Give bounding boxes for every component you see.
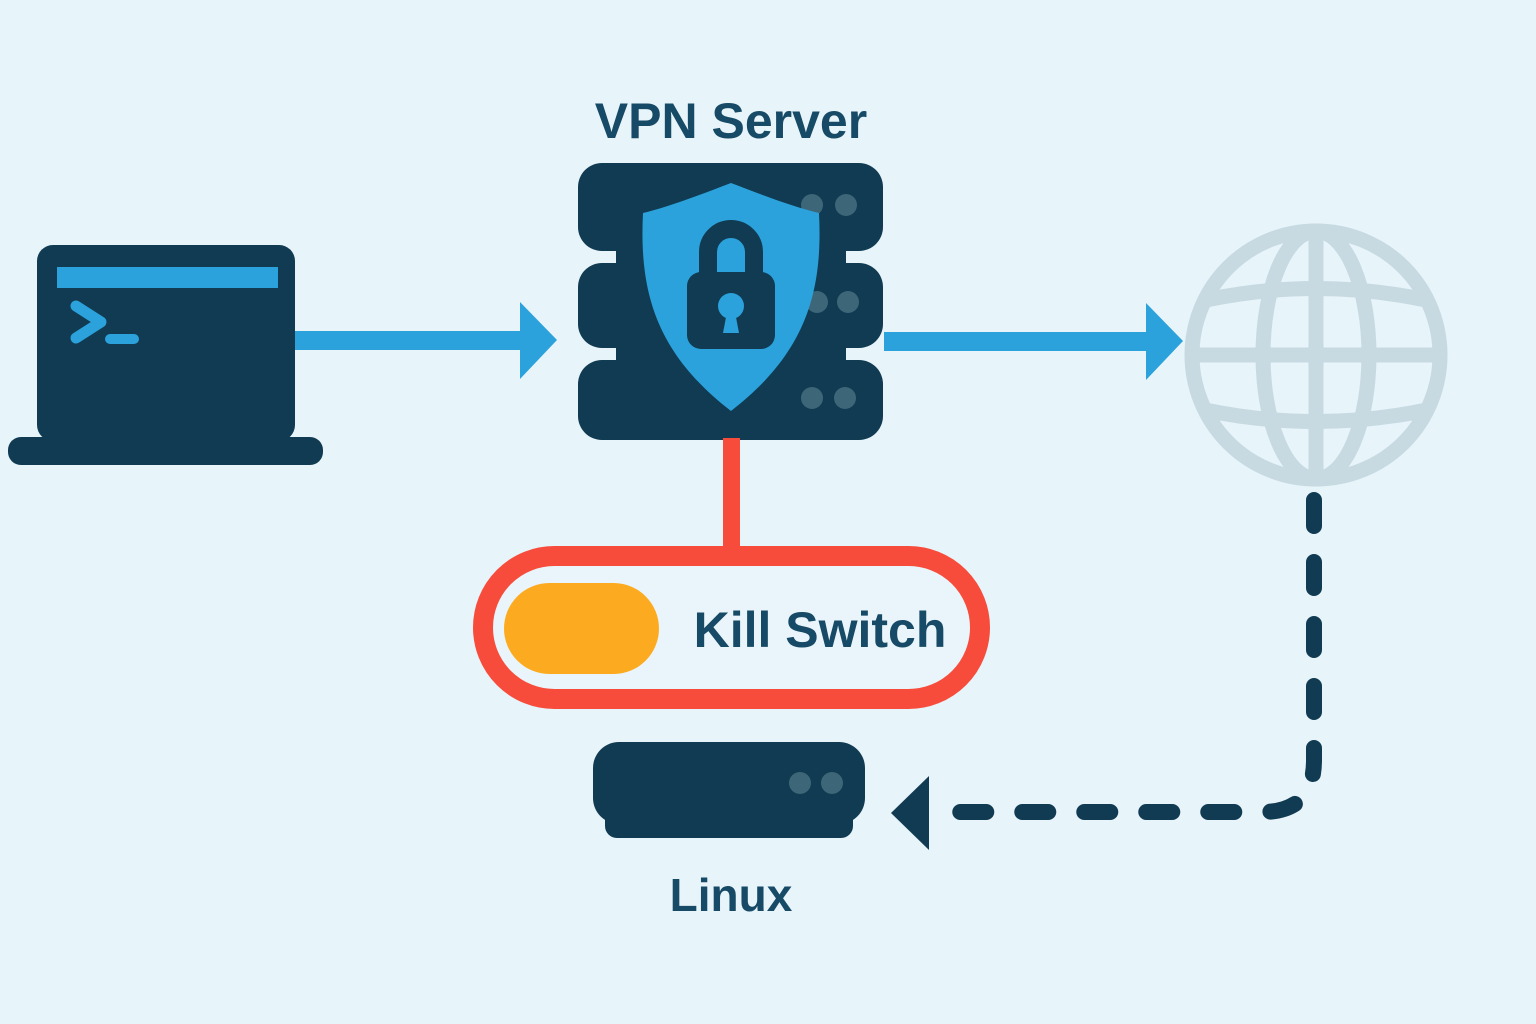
terminal-title-bar	[57, 267, 278, 288]
dashed-arrowhead-icon	[891, 776, 929, 850]
server-led-dot	[837, 291, 859, 313]
server-led-dot	[801, 387, 823, 409]
server-led-dot	[821, 772, 843, 794]
terminal-prompt-icon	[70, 300, 107, 344]
client-terminal-icon	[8, 245, 323, 465]
server-led-dot	[789, 772, 811, 794]
dashed-return-line	[940, 492, 1322, 820]
internet-globe-icon	[1184, 223, 1448, 487]
kill-switch-label: Kill Switch	[694, 602, 947, 658]
kill-switch-badge: Kill Switch	[473, 546, 990, 709]
laptop-base	[8, 437, 323, 465]
arrow-client-to-vpn-icon	[295, 302, 557, 379]
lock-shackle-icon	[699, 220, 763, 278]
vpn-server-label: VPN Server	[595, 93, 867, 149]
lock-keyhole-stem	[723, 312, 739, 333]
globe-latitude-upper	[1204, 281, 1428, 308]
kill-switch-connector-line	[723, 438, 740, 560]
vpn-server-icon	[578, 163, 883, 440]
lock-keyhole-icon	[718, 293, 744, 319]
linux-server-icon	[593, 742, 865, 838]
linux-server-body	[593, 742, 865, 824]
kill-switch-toggle-icon	[504, 583, 659, 674]
linux-label: Linux	[670, 869, 793, 921]
laptop-screen	[37, 245, 295, 441]
server-led-dot	[835, 194, 857, 216]
globe-latitude-lower	[1203, 402, 1429, 429]
arrow-vpn-to-internet-icon	[884, 303, 1183, 380]
server-led-dot	[834, 387, 856, 409]
